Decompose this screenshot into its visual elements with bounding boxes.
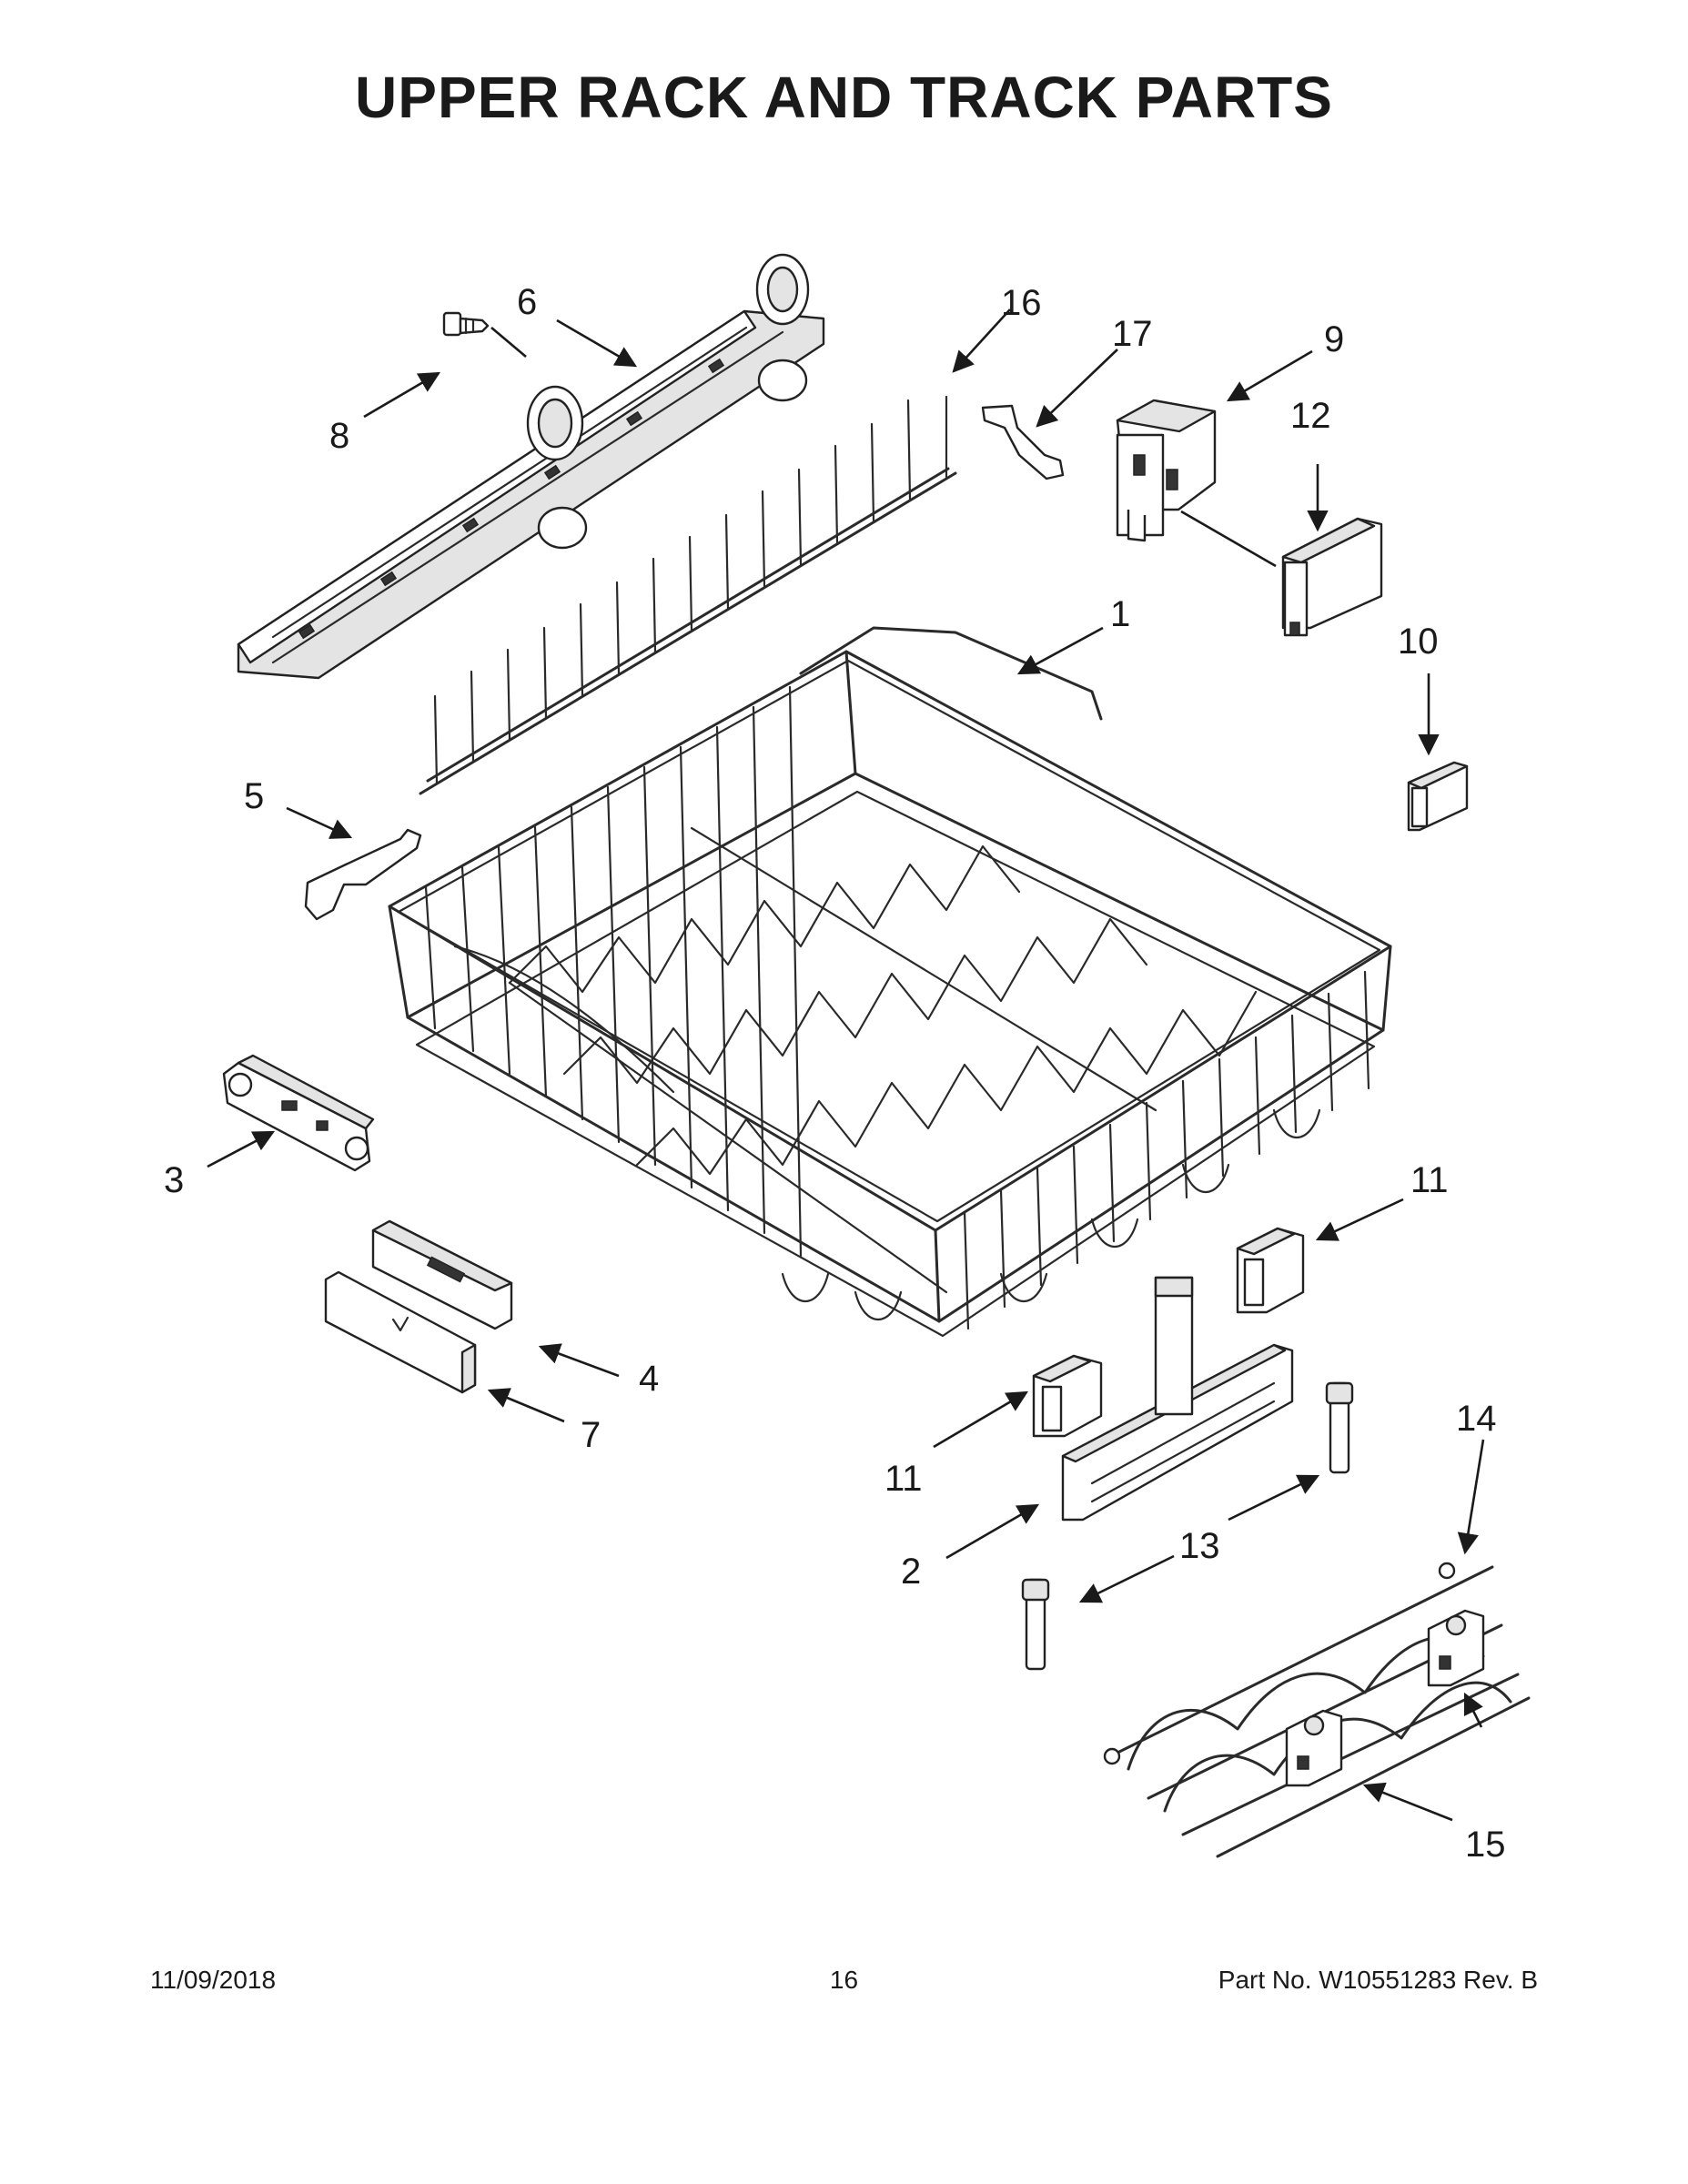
part-11-clip-upper	[1236, 1227, 1305, 1314]
part-6-track-rail	[237, 253, 825, 680]
part-17-clip	[981, 404, 1065, 480]
callout-7: 7	[581, 1415, 601, 1455]
part-13-post-left	[1021, 1578, 1050, 1671]
part-2-rack-frame	[1061, 1276, 1294, 1522]
callout-5: 5	[244, 776, 264, 816]
callout-12: 12	[1290, 396, 1331, 436]
part-9-bracket	[1116, 399, 1217, 542]
footer-part-number: Part No. W10551283 Rev. B	[1218, 1966, 1538, 1994]
callout-17: 17	[1112, 314, 1153, 354]
part-5-adjuster-cover	[304, 828, 422, 921]
callout-9: 9	[1324, 319, 1344, 359]
callout-14: 14	[1456, 1399, 1497, 1439]
leader-lines	[207, 308, 1485, 1822]
callout-10: 10	[1398, 622, 1439, 662]
callout-labels: 6 8 16 17 9 12 1 10 5 3 4 7 11 11 2 13 1…	[164, 282, 1506, 1865]
part-11-clip-lower	[1032, 1354, 1103, 1438]
part-1-upper-rack	[388, 626, 1392, 1338]
callout-4: 4	[639, 1359, 659, 1399]
part-15-clip-left	[1285, 1709, 1343, 1787]
part-7-cover	[324, 1270, 477, 1394]
part-4-plate	[371, 1219, 513, 1330]
callout-3: 3	[164, 1160, 184, 1200]
footer-page-number: 16	[829, 1966, 859, 1994]
callout-13: 13	[1179, 1526, 1220, 1566]
callout-6: 6	[517, 282, 537, 322]
part-8-screw	[442, 311, 490, 337]
page-title: UPPER RACK AND TRACK PARTS	[355, 65, 1333, 130]
callout-16: 16	[1001, 283, 1042, 323]
part-13-post-right	[1325, 1381, 1354, 1474]
callout-11-lower: 11	[884, 1459, 923, 1499]
part-16-tine-row	[419, 395, 957, 795]
callout-8: 8	[329, 416, 349, 456]
part-14-cup-shelf	[1103, 1562, 1531, 1858]
part-10-clip	[1407, 761, 1469, 832]
callout-1: 1	[1110, 594, 1130, 634]
part-15-clip-right	[1427, 1609, 1485, 1687]
footer-date: 11/09/2018	[150, 1966, 277, 1994]
part-3-adjuster	[222, 1054, 375, 1172]
part-12-holder	[1281, 517, 1383, 637]
callout-11-upper: 11	[1410, 1160, 1449, 1200]
callout-2: 2	[901, 1552, 921, 1592]
callout-15: 15	[1465, 1825, 1506, 1865]
